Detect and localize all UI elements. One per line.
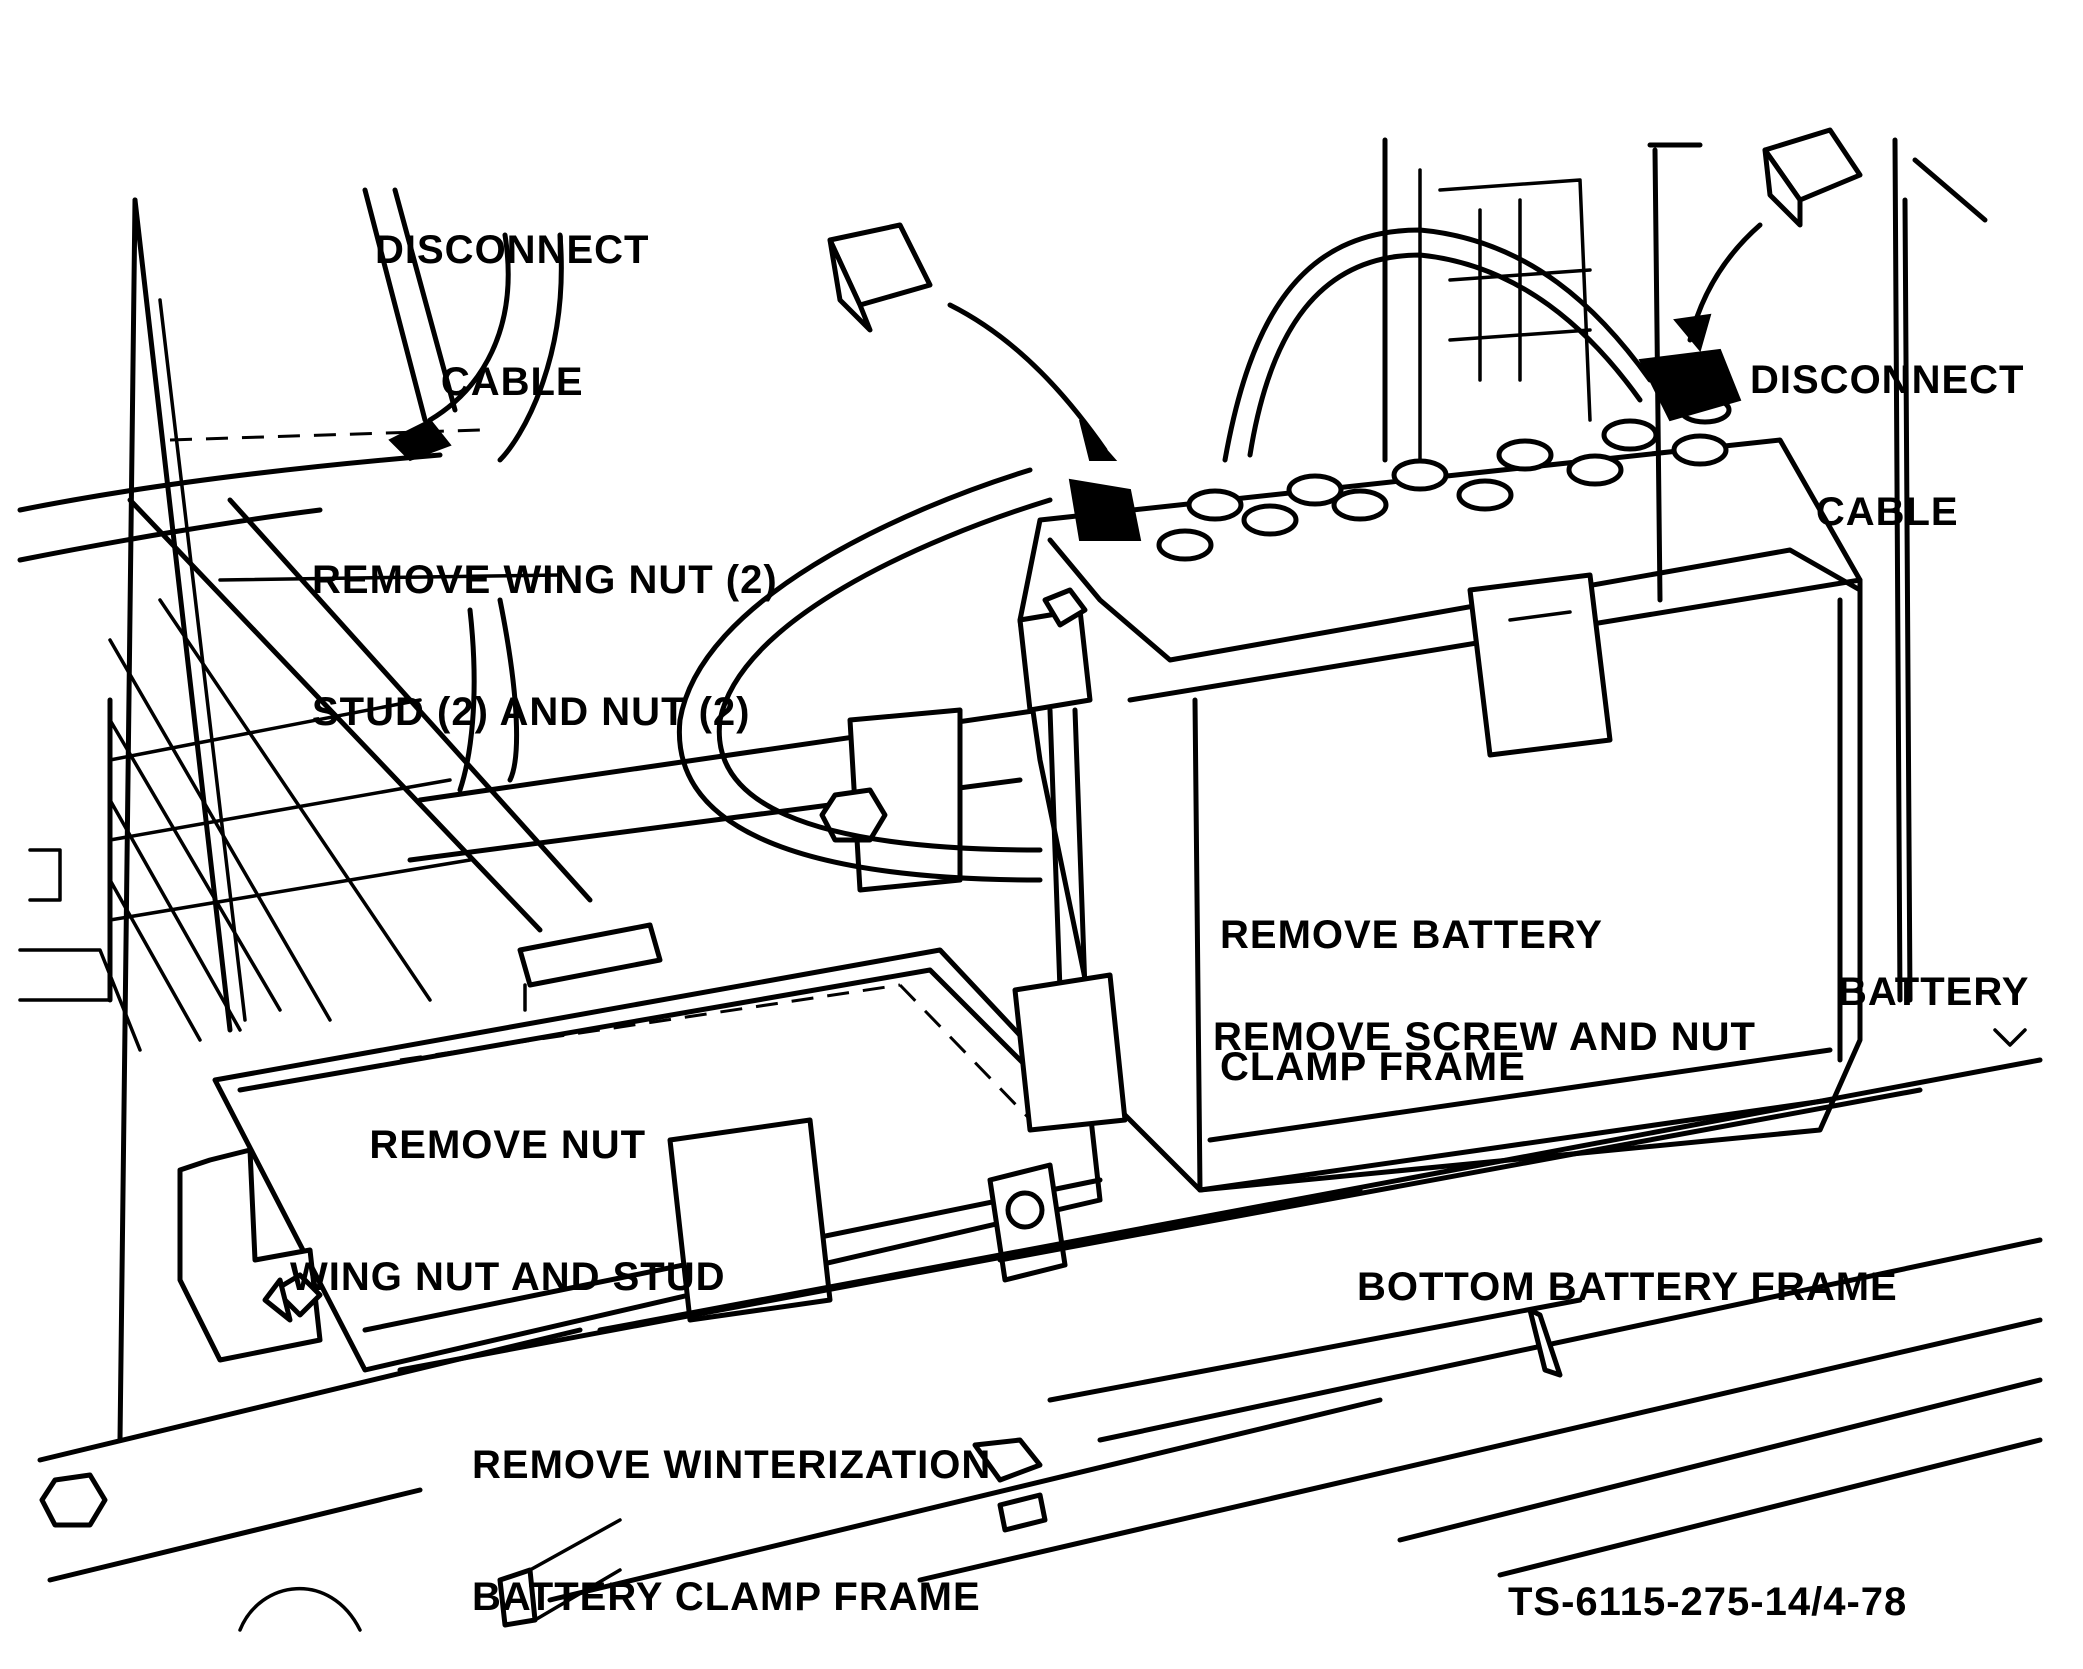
label-line: REMOVE WING NUT (2) (312, 558, 778, 602)
label-line: DISCONNECT (375, 228, 650, 272)
hex-bolt-icon (39, 1472, 108, 1528)
label-line: BATTERY CLAMP FRAME (472, 1575, 981, 1619)
label-remove-wing-nut: REMOVE WING NUT (2) STUD (2) AND NUT (2) (312, 470, 778, 778)
label-disconnect-cable-right: DISCONNECT CABLE (1750, 270, 2024, 578)
left-wall-structure (17, 197, 583, 1632)
battery-tray-floor (407, 707, 1043, 1012)
label-line: REMOVE WINTERIZATION (472, 1443, 992, 1487)
battery-clamp-rod (1012, 587, 1128, 1133)
label-remove-screw-and-nut: REMOVE SCREW AND NUT (1213, 1015, 1756, 1059)
label-line: REMOVE NUT (369, 1123, 647, 1167)
wing-nut-icon (1042, 587, 1088, 628)
label-remove-battery-clamp-frame: REMOVE BATTERY CLAMP FRAME (1220, 825, 1603, 1133)
arrow-icon (947, 302, 1118, 461)
label-line: CLAMP FRAME (1220, 1045, 1526, 1089)
label-line: CABLE (440, 360, 584, 404)
arrow-icon (1673, 222, 1763, 353)
wing-nut-icon (262, 1272, 323, 1323)
label-line: REMOVE BATTERY (1220, 913, 1603, 957)
clamp-strap (1467, 572, 1613, 758)
label-line: DISCONNECT (1750, 358, 2025, 402)
stud-icon (497, 1518, 622, 1628)
screw-head-icon (1005, 1190, 1045, 1230)
terminal-cap-left (827, 222, 1118, 461)
left-grille (108, 497, 593, 1042)
battery-leader (1993, 1028, 2027, 1047)
battery-cable-left (676, 467, 1142, 883)
label-line: WING NUT AND STUD (290, 1255, 726, 1299)
label-remove-winterization-frame: REMOVE WINTERIZATION BATTERY CLAMP FRAME (472, 1355, 991, 1663)
battery-cable-jumper (1222, 227, 1742, 463)
label-line: STUD (2) AND NUT (2) (312, 690, 751, 734)
label-battery: BATTERY (1838, 970, 2030, 1014)
label-bottom-battery-frame: BOTTOM BATTERY FRAME (1357, 1265, 1898, 1309)
label-line: CABLE (1815, 490, 1959, 534)
right-wall-grille (1382, 137, 1988, 1003)
winterization-clamp-frame (177, 947, 1103, 1373)
left-cable (362, 187, 564, 793)
terminal-cap-right (1673, 127, 1863, 353)
bottom-battery-frame (397, 1057, 2043, 1603)
battery-body (1017, 437, 1863, 1193)
cell-caps (1156, 395, 1732, 562)
label-disconnect-cable-left: DISCONNECT CABLE (375, 140, 649, 448)
label-remove-nut-wing-nut-stud: REMOVE NUT WING NUT AND STUD (290, 1035, 725, 1343)
figure-id: TS-6115-275-14/4-78 (1508, 1580, 1908, 1624)
